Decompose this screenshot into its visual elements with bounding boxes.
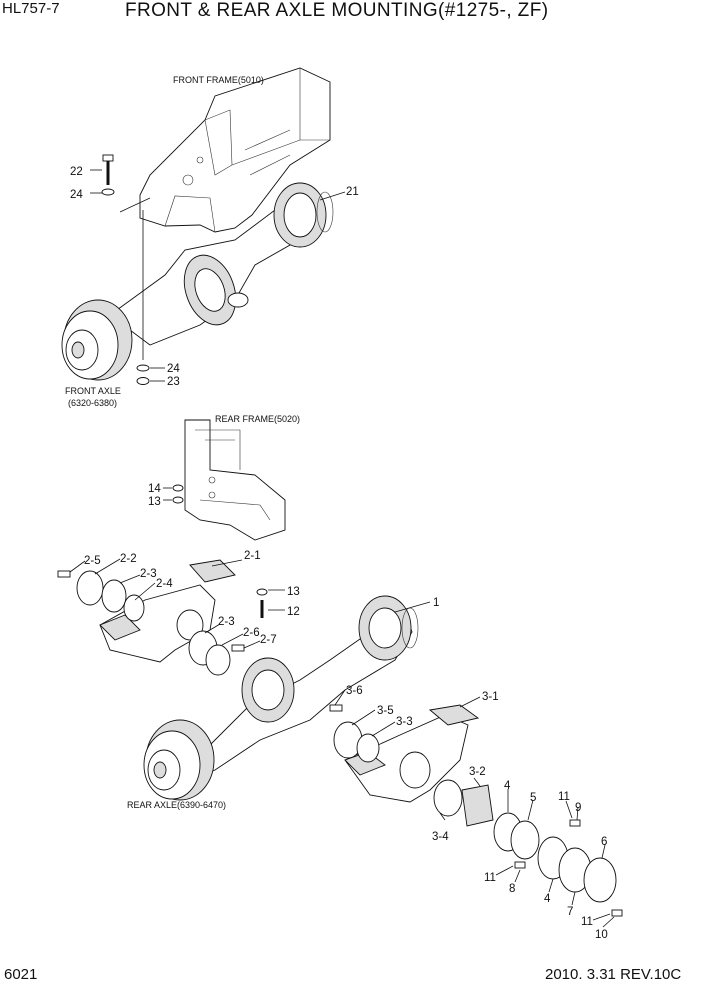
callout-3-3: 3-3 (396, 716, 413, 728)
callout-21: 21 (346, 186, 359, 198)
callout-24: 24 (70, 189, 83, 201)
callout-2-5: 2-5 (84, 555, 101, 567)
front-frame-caption: FRONT FRAME(5010) (173, 75, 264, 85)
callout-labels: 22 24 21 24 23 14 13 2-5 2-2 2-3 2-4 2-1… (70, 166, 608, 941)
rear-bracket-right-drawing (329, 704, 623, 917)
callout-3-2: 3-2 (469, 766, 486, 778)
rear-frame-caption: REAR FRAME(5020) (215, 414, 300, 424)
callout-22: 22 (70, 166, 83, 178)
callout-3-6: 3-6 (346, 685, 363, 697)
callout-5: 5 (530, 792, 536, 804)
rear-frame-drawing (184, 419, 286, 541)
callout-10: 10 (595, 929, 608, 941)
rear-bracket-left-drawing (57, 559, 268, 676)
callout-2-3: 2-3 (140, 568, 157, 580)
callout-2-1: 2-1 (244, 550, 261, 562)
rear-axle-caption: REAR AXLE(6390-6470) (127, 800, 226, 810)
callout-3-5: 3-5 (377, 705, 394, 717)
callout-13: 13 (148, 496, 161, 508)
callout-11: 11 (484, 872, 496, 884)
leader-lines (69, 169, 615, 928)
callout-2-4: 2-4 (156, 578, 173, 590)
callout-7: 7 (567, 906, 573, 918)
front-axle-caption: FRONT AXLE (65, 386, 121, 396)
callout-6: 6 (601, 836, 607, 848)
callout-11: 11 (558, 791, 570, 803)
rear-frame-hardware (172, 484, 184, 504)
callout-4: 4 (544, 893, 551, 905)
callout-13: 13 (287, 586, 300, 598)
callout-2-2: 2-2 (120, 553, 137, 565)
callout-3-4: 3-4 (432, 831, 449, 843)
model-number: HL757-7 (2, 0, 60, 17)
callout-2-7: 2-7 (260, 634, 277, 646)
callout-11: 11 (581, 916, 593, 928)
front-axle-range-caption: (6320-6380) (68, 398, 117, 408)
callout-4: 4 (504, 780, 511, 792)
callout-12: 12 (287, 606, 300, 618)
front-axle-drawing (61, 182, 334, 381)
callout-1: 1 (433, 597, 439, 609)
callout-9: 9 (575, 802, 581, 814)
callout-23: 23 (167, 376, 180, 388)
rear-axle-drawing (143, 595, 419, 801)
callout-8: 8 (509, 883, 515, 895)
callout-2-6: 2-6 (243, 627, 260, 639)
callout-24: 24 (167, 363, 180, 375)
callout-2-3: 2-3 (218, 616, 235, 628)
callout-14: 14 (148, 483, 161, 495)
page-title: FRONT & REAR AXLE MOUNTING(#1275-, ZF) (125, 0, 549, 21)
revision-date: 2010. 3.31 REV.10C (545, 966, 682, 983)
front-frame-drawing (139, 67, 331, 233)
front-hardware (101, 154, 151, 385)
callout-3-1: 3-1 (482, 691, 499, 703)
page-number: 6021 (4, 966, 38, 983)
